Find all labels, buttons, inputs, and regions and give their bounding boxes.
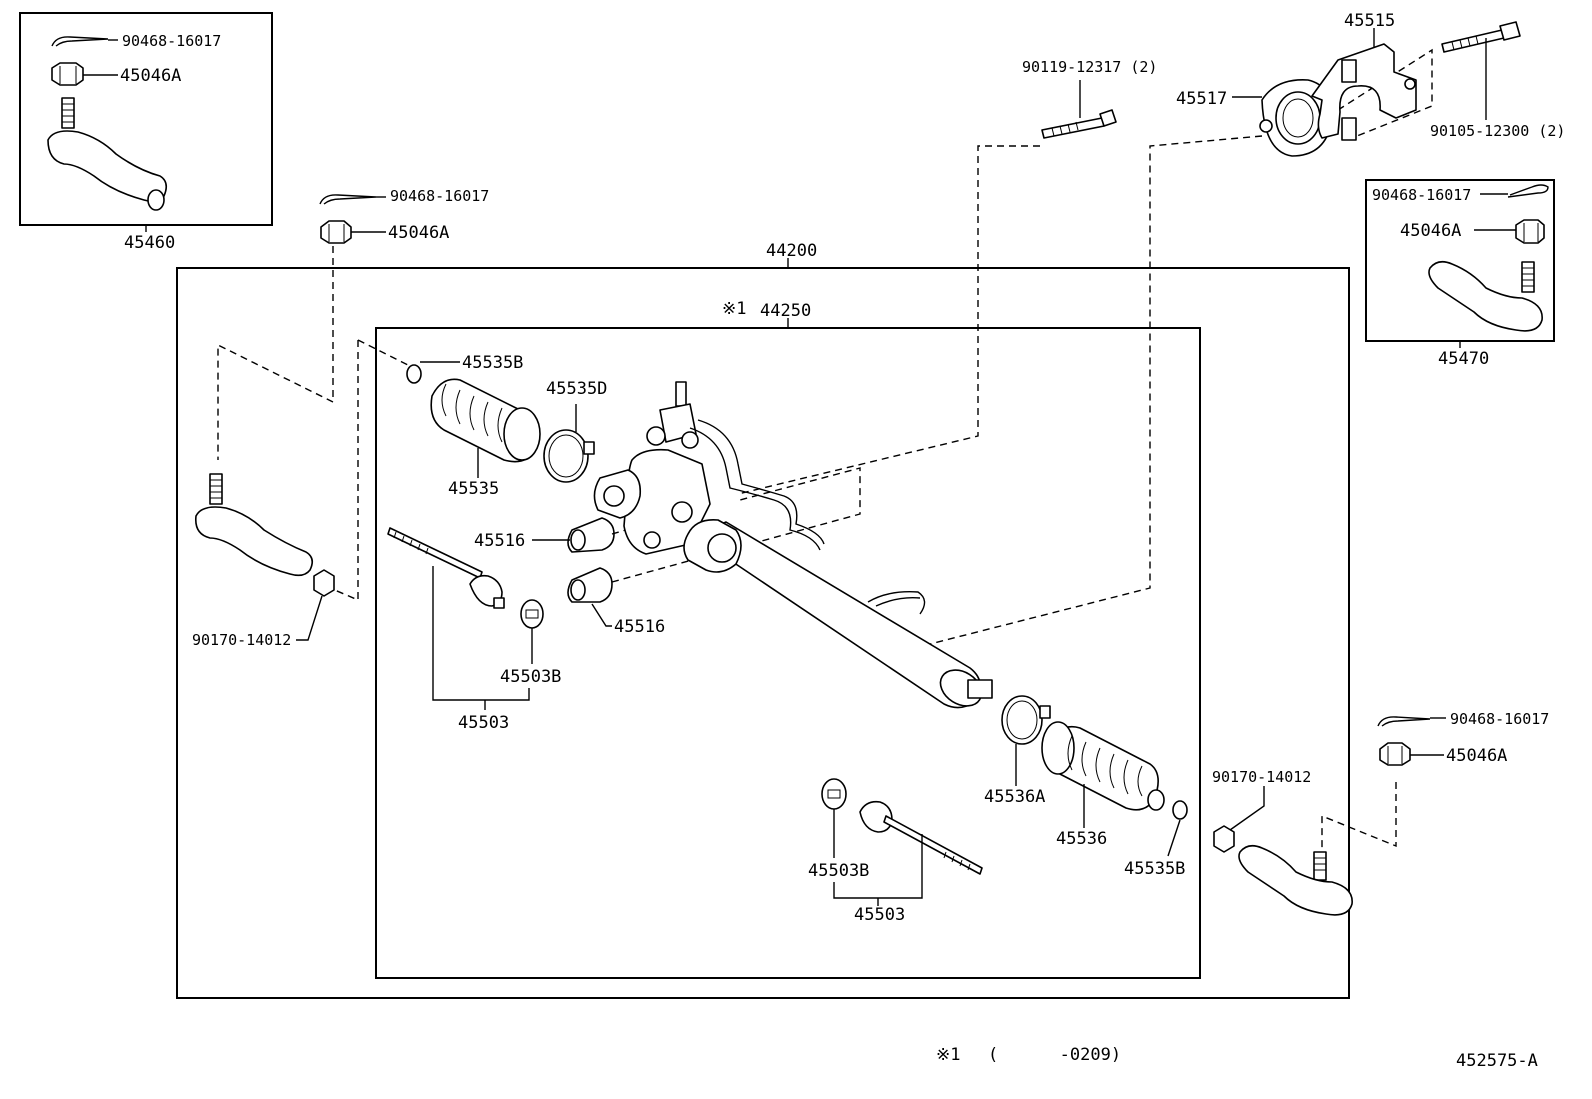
- label-bracket-cushion: 45517: [1176, 89, 1227, 109]
- boot-icon: [1041, 721, 1165, 811]
- label-cotter-pin-rh: 90468-16017: [1450, 710, 1549, 728]
- cotter-pin-icon: [1507, 184, 1549, 198]
- bracket-icon: [1311, 43, 1417, 141]
- label-tie-rod-end-rh: 45470: [1438, 349, 1489, 369]
- tie-rod-end-icon: [1428, 260, 1543, 332]
- diagram-id: 452575-A: [1456, 1051, 1538, 1071]
- label-rack-subassy-mark: ※1: [722, 299, 746, 319]
- tie-rod-end-icon: [1238, 844, 1353, 916]
- label-claw-washer-rh: 45503B: [808, 861, 869, 881]
- boot-clamp-icon: [406, 364, 422, 384]
- bolt-icon: [1441, 21, 1521, 53]
- cotter-pin-icon: [1377, 716, 1431, 727]
- label-lock-nut-lh: 90170-14012: [192, 631, 291, 649]
- rack-end-icon: [387, 527, 505, 609]
- cotter-pin-icon: [51, 36, 109, 47]
- label-cotter-pin-lh: 90468-16017: [390, 187, 489, 205]
- bracket-cushion-icon: [1259, 79, 1333, 157]
- label-boot-clamp-lh: 45535B: [462, 353, 523, 373]
- nut-icon: [1379, 742, 1411, 766]
- label-boot-clamp-rh: 45535B: [1124, 859, 1185, 879]
- gear-assy-frame: [176, 267, 1350, 999]
- boot-clamp-icon: [1172, 800, 1188, 820]
- label-rack-end-lh: 45503: [458, 713, 509, 733]
- label-bracket: 45515: [1344, 11, 1395, 31]
- lock-nut-icon: [1213, 825, 1235, 853]
- label-bolt: 90119-12317 (2): [1022, 58, 1157, 76]
- cotter-pin-icon: [319, 194, 377, 205]
- label-rack-subassy: 44250: [760, 301, 811, 321]
- rack-end-icon: [859, 800, 983, 875]
- label-tie-rod-end-lh: 45460: [124, 233, 175, 253]
- label-cotter-pin-lh-box: 90468-16017: [122, 32, 221, 50]
- footnote-mark: ※1: [936, 1045, 960, 1065]
- bolt-icon: [1041, 109, 1117, 139]
- boot-clip-icon: [543, 429, 595, 483]
- claw-washer-icon: [520, 599, 544, 629]
- label-boot-clip-rh: 45536A: [984, 787, 1045, 807]
- label-bushing-upper: 45516: [474, 531, 525, 551]
- tie-rod-end-icon: [47, 97, 168, 211]
- label-nut-lh: 45046A: [388, 223, 449, 243]
- label-bracket-bolt: 90105-12300 (2): [1430, 122, 1565, 140]
- nut-icon: [320, 220, 352, 244]
- label-lock-nut-rh: 90170-14012: [1212, 768, 1311, 786]
- tie-rod-end-icon: [194, 473, 314, 577]
- footnote-text: ( -0209): [988, 1045, 1121, 1065]
- label-nut-lh-box: 45046A: [120, 66, 181, 86]
- label-rack-end-rh: 45503: [854, 905, 905, 925]
- label-bushing-lower: 45516: [614, 617, 665, 637]
- nut-icon: [51, 62, 84, 86]
- lock-nut-icon: [313, 569, 335, 597]
- label-gear-assy: 44200: [766, 241, 817, 261]
- bushing-icon: [567, 517, 615, 553]
- label-nut-rh: 45046A: [1446, 746, 1507, 766]
- boot-icon: [430, 378, 541, 463]
- nut-icon: [1515, 219, 1545, 244]
- label-boot-lh: 45535: [448, 479, 499, 499]
- gear-housing-icon: [593, 381, 993, 709]
- boot-clip-icon: [1001, 695, 1051, 745]
- label-cotter-pin-rh-box: 90468-16017: [1372, 186, 1471, 204]
- label-boot-rh: 45536: [1056, 829, 1107, 849]
- bushing-icon: [567, 567, 613, 603]
- claw-washer-icon: [821, 778, 847, 810]
- label-nut-rh-box: 45046A: [1400, 221, 1461, 241]
- label-boot-clip-lh: 45535D: [546, 379, 607, 399]
- label-claw-washer-lh: 45503B: [500, 667, 561, 687]
